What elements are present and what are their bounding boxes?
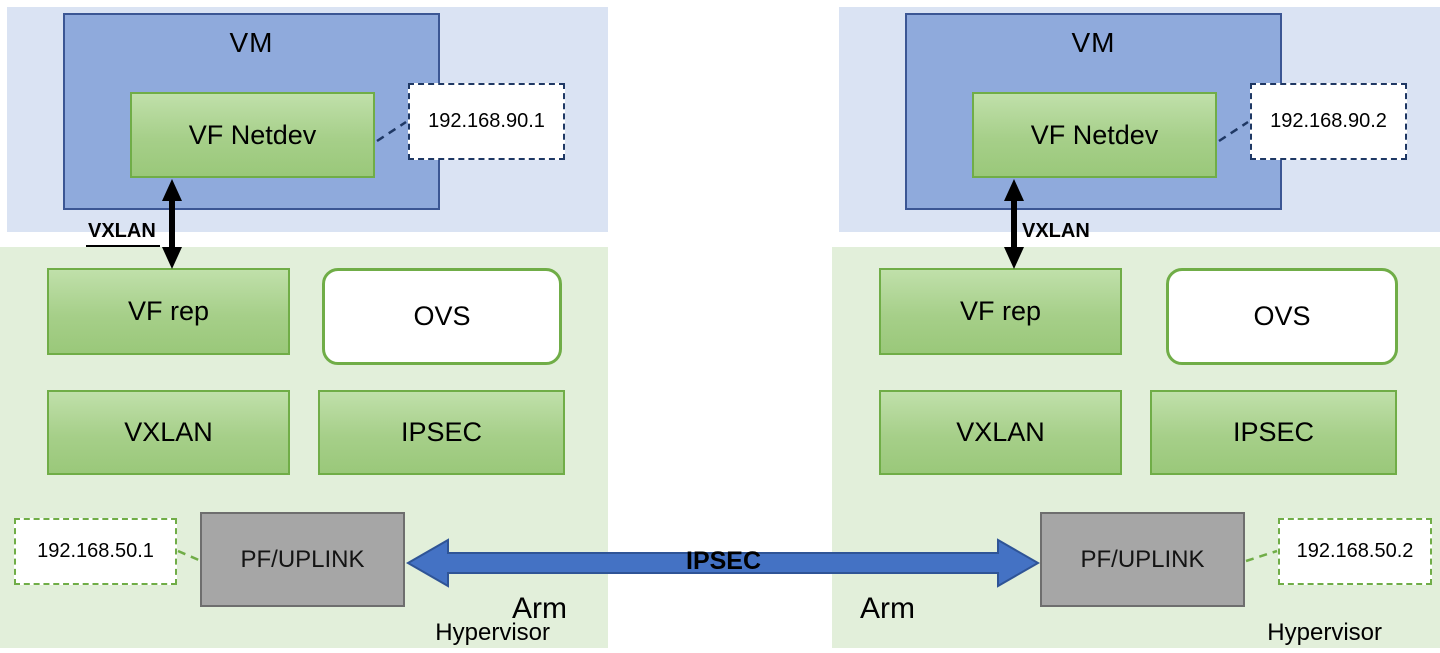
vf-netdev-box: VF Netdev [130,92,375,178]
arm-label: Arm [860,592,915,625]
vxlan-arrow-label: VXLAN [1022,220,1090,242]
ipsec-arrow-label: IPSEC [686,547,762,575]
vxlan-box: VXLAN [879,390,1122,475]
vxlan-arrow-label: VXLAN [86,220,160,247]
host-right: VM VF Netdev 192.168.90.2 Hypervisor VXL… [832,0,1440,653]
ipsec-box: IPSEC [1150,390,1397,475]
uplink-ip-box: 192.168.50.1 [14,518,177,585]
hypervisor-label: Hypervisor [435,619,550,646]
hypervisor-label: Hypervisor [1267,619,1382,646]
host-left: VM VF Netdev 192.168.90.1 Hypervisor VXL… [0,0,608,653]
vm-ip-box: 192.168.90.2 [1250,83,1407,160]
pf-uplink-box: PF/UPLINK [200,512,405,607]
vf-netdev-box: VF Netdev [972,92,1217,178]
vxlan-box: VXLAN [47,390,290,475]
vm-label: VM [1071,27,1116,58]
vf-rep-box: VF rep [47,268,290,355]
ovs-box: OVS [1166,268,1398,365]
arm-label: Arm [512,592,567,625]
pf-uplink-box: PF/UPLINK [1040,512,1245,607]
vm-ip-box: 192.168.90.1 [408,83,565,160]
ovs-box: OVS [322,268,562,365]
uplink-ip-box: 192.168.50.2 [1278,518,1432,585]
vm-label: VM [229,27,274,58]
vf-rep-box: VF rep [879,268,1122,355]
ipsec-box: IPSEC [318,390,565,475]
